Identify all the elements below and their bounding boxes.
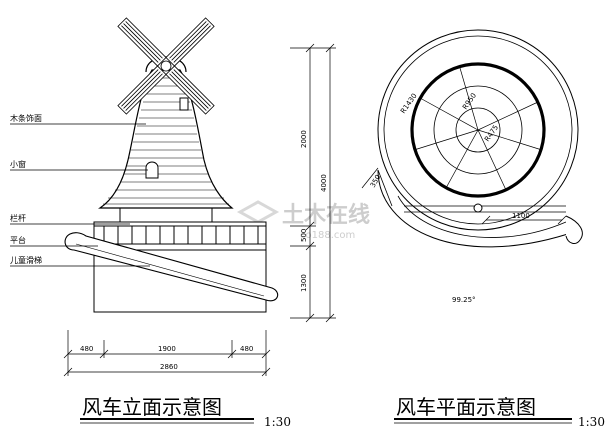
hub-icon — [160, 60, 172, 72]
dim-upper: 2000 — [300, 130, 308, 148]
slide — [64, 232, 279, 302]
plan-slide-outer — [377, 169, 575, 248]
horizontal-dimensions — [63, 330, 271, 377]
tower-legs — [119, 208, 213, 222]
dim-total-height: 4000 — [320, 174, 328, 192]
elevation-scale: 1:30 — [264, 415, 291, 429]
watermark-sub: co188.com — [300, 230, 355, 241]
label-wood-facing: 木条饰面 — [10, 113, 42, 123]
watermark: 土木在线 co188.com — [236, 200, 370, 241]
label-railing: 栏杆 — [10, 213, 26, 223]
small-window — [145, 161, 159, 179]
wood-slats — [103, 77, 229, 205]
label-platform: 平台 — [10, 235, 26, 245]
outer-circle — [377, 29, 579, 231]
elevation-title: 风车立面示意图 — [82, 395, 222, 419]
windmill-blades — [117, 17, 215, 115]
vertical-dimensions — [290, 43, 336, 323]
tower-circle — [410, 62, 546, 198]
plan-scale: 1:30 — [578, 415, 605, 429]
railing — [93, 221, 267, 245]
plan-view — [361, 29, 583, 248]
dim-left: 480 — [80, 345, 93, 353]
plan-title: 风车平面示意图 — [396, 395, 536, 419]
elevation-view — [10, 17, 279, 313]
plan-dim-1100: 1100 — [512, 212, 530, 220]
base-pillar — [93, 249, 267, 313]
plan-angle: 99.25° — [452, 296, 476, 304]
upper-window — [179, 97, 189, 111]
core-circle — [455, 107, 501, 153]
tower-body — [98, 56, 234, 209]
leaders — [10, 123, 150, 267]
label-slide: 儿童滑梯 — [10, 255, 42, 265]
dim-total-width: 2860 — [160, 363, 178, 371]
dim-lower: 1300 — [300, 274, 308, 292]
watermark-main: 土木在线 — [282, 202, 370, 228]
dim-center: 1900 — [158, 345, 176, 353]
inner-circle — [433, 85, 523, 175]
watermark-logo-icon — [236, 200, 280, 224]
dim-middle: 500 — [300, 229, 308, 242]
dim-right: 480 — [240, 345, 253, 353]
label-small-window: 小窗 — [10, 159, 26, 169]
